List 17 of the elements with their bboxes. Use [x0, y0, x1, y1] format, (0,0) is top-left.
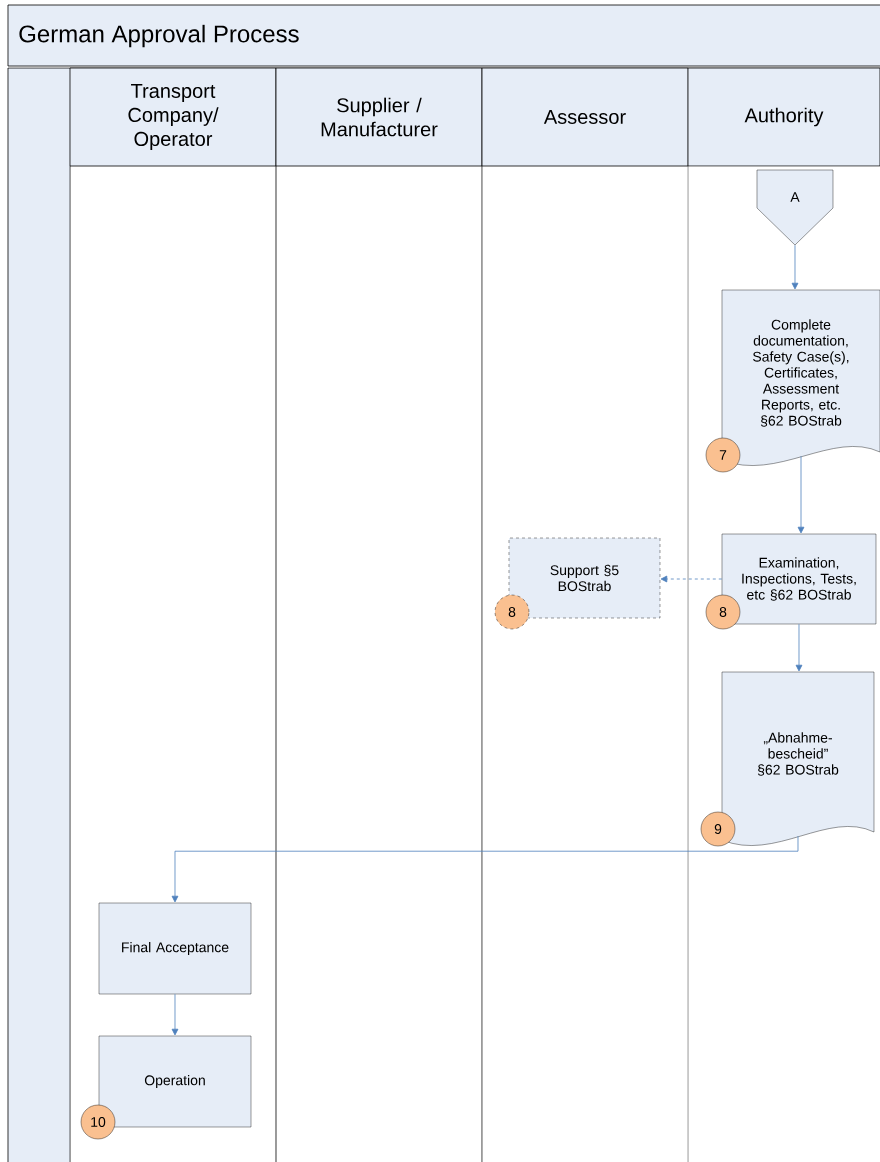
lane-header: Authority [687, 67, 880, 167]
lane-header: Assessor [481, 67, 689, 167]
step-number: 7 [705, 437, 741, 473]
step-number: 10 [80, 1104, 116, 1140]
lane-header: Transport Company/ Operator [69, 67, 277, 167]
step-number: 8 [705, 594, 741, 630]
arrow [171, 993, 179, 1036]
arrow [660, 575, 723, 583]
lane-header: Supplier / Manufacturer [275, 67, 483, 167]
arrow [791, 244, 799, 290]
step-number: 8 [494, 594, 530, 630]
arrow [795, 623, 803, 672]
off-page-connector: A [756, 169, 834, 246]
step-number: 9 [700, 811, 736, 847]
arrow [171, 835, 799, 903]
arrow [797, 455, 805, 534]
process-box: Final Acceptance [98, 902, 252, 995]
